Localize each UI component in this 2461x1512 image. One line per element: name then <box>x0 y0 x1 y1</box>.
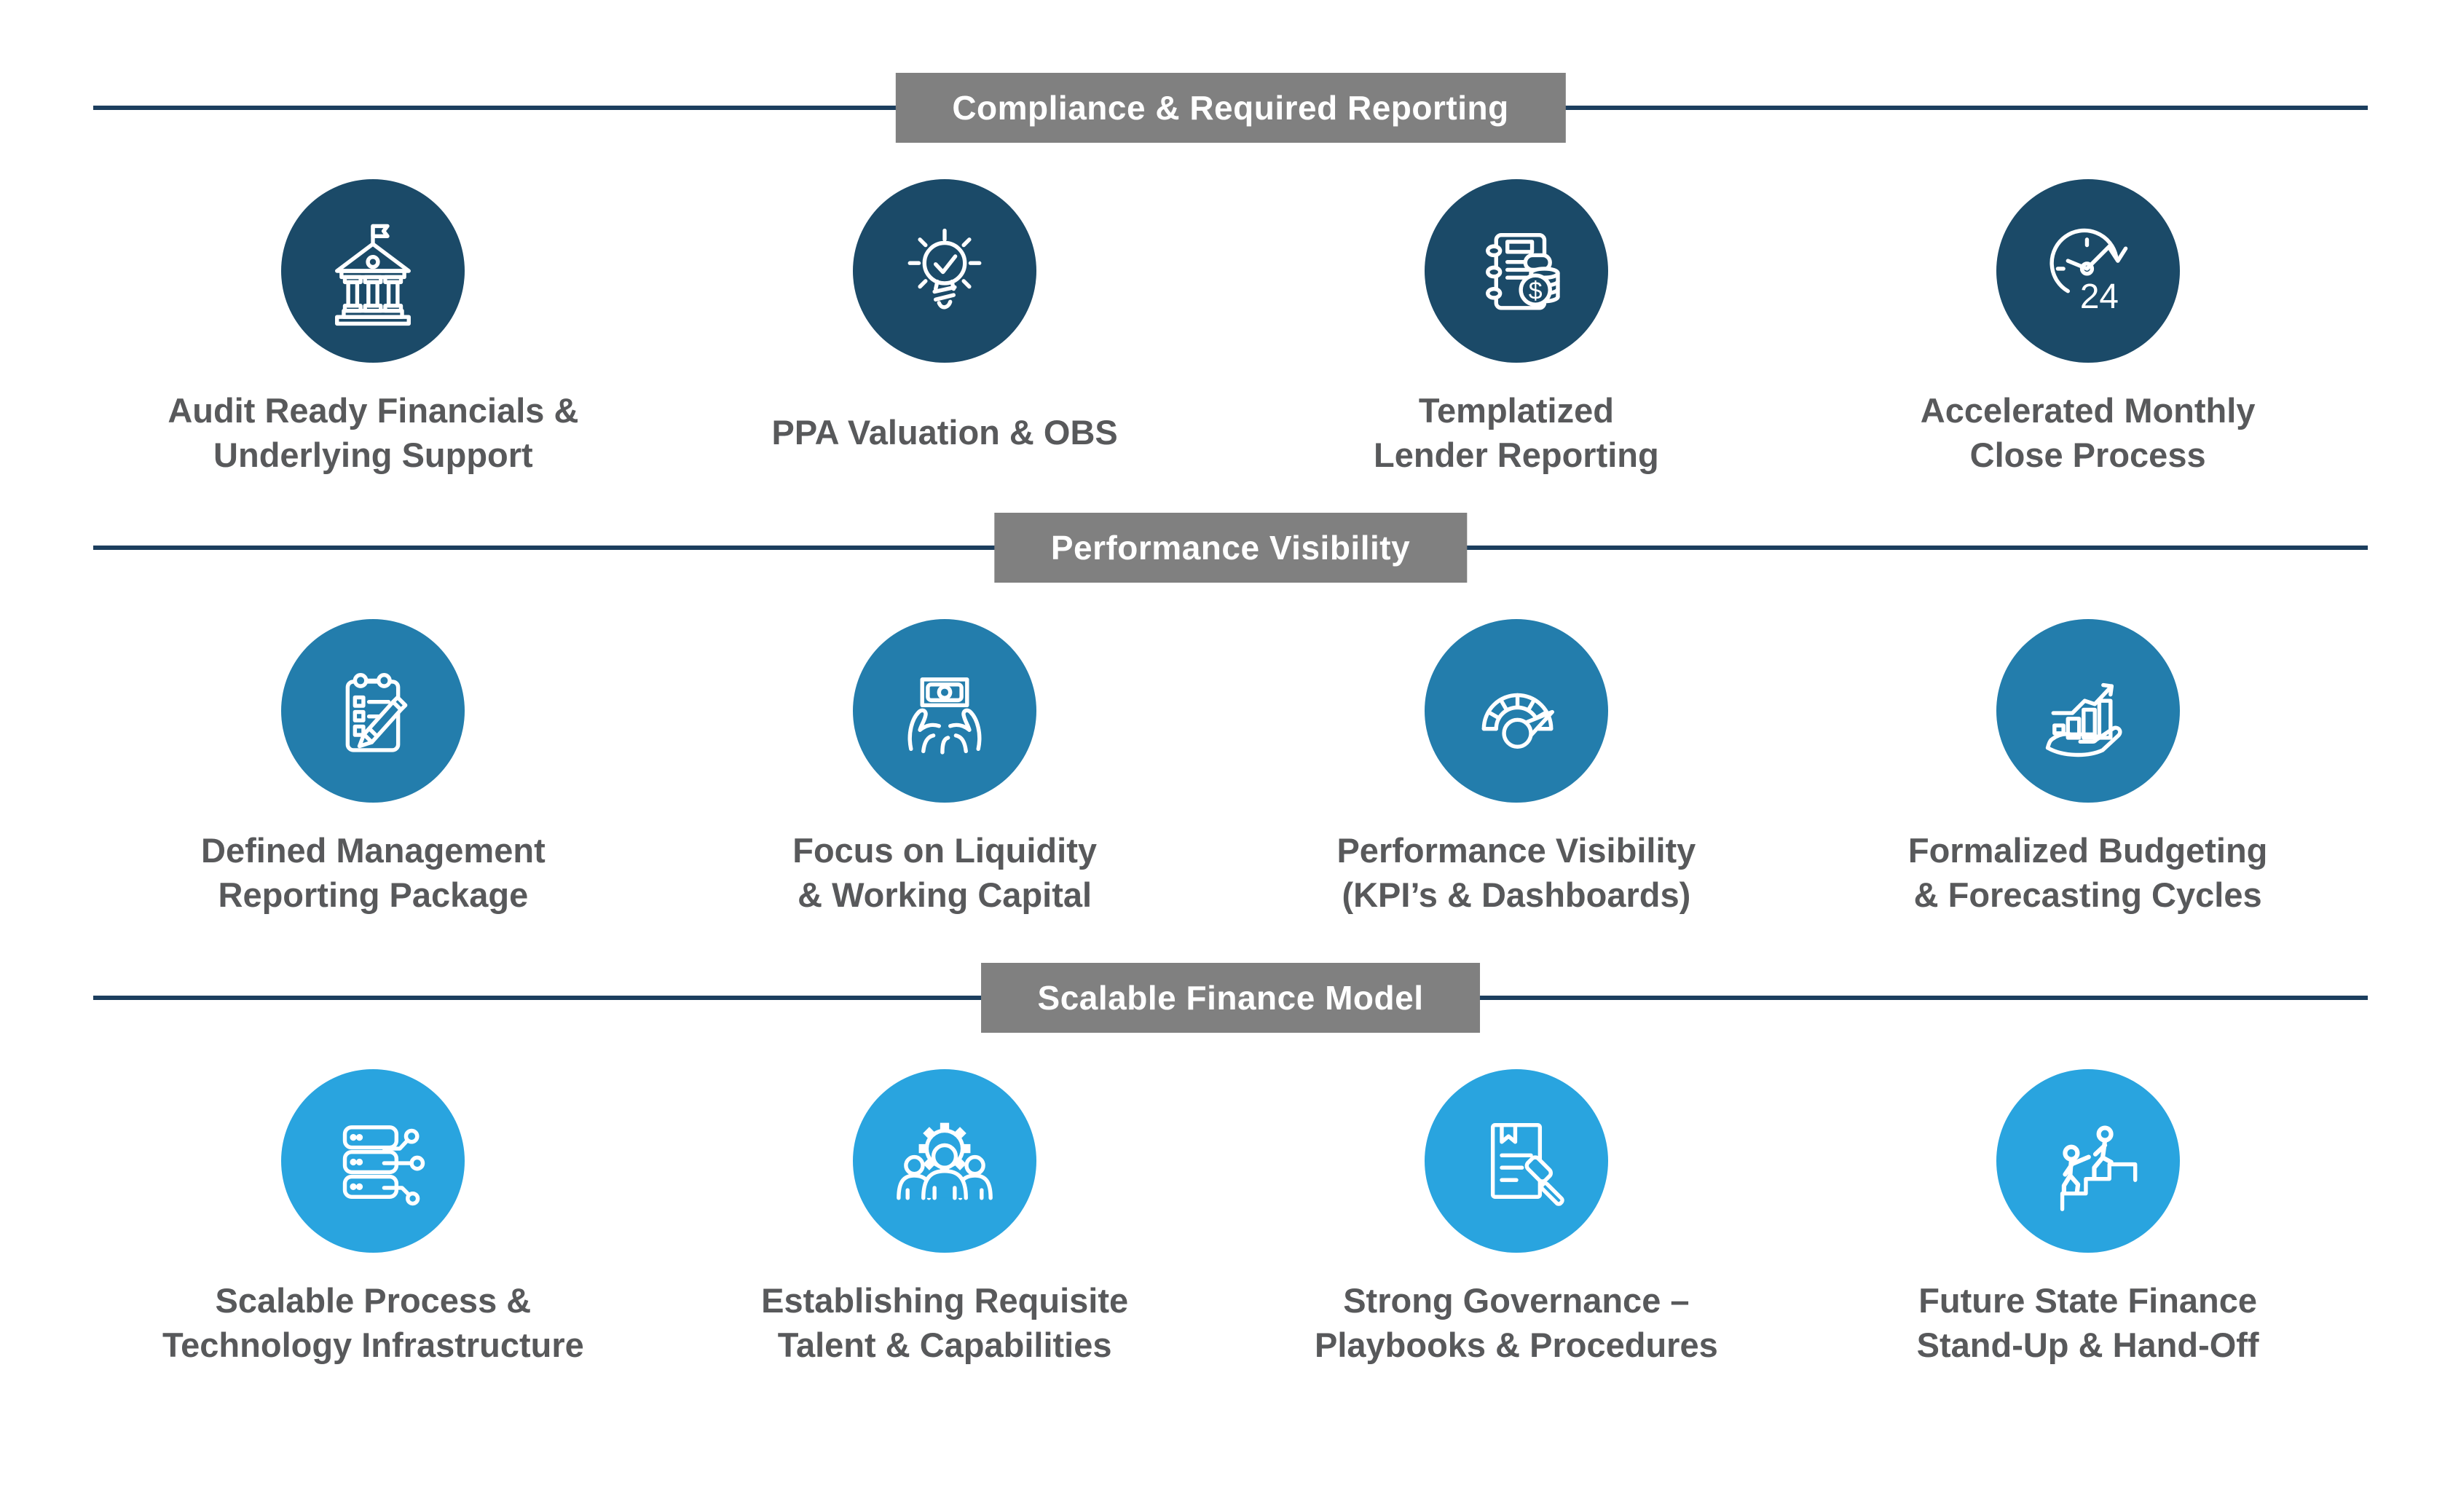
ledger-coins-icon: $ <box>1485 233 1560 310</box>
item-audit-ready: Audit Ready Financials & Underlying Supp… <box>87 179 659 481</box>
checklist-pen-icon <box>346 673 408 752</box>
item-label: Focus on Liquidity & Working Capital <box>792 830 1097 914</box>
icon-circle: 24 <box>1996 179 2180 363</box>
item-governance: Strong Governance – Playbooks & Procedur… <box>1231 1069 1803 1371</box>
lightbulb-check-icon <box>907 228 982 310</box>
section-title: Performance Visibility <box>993 513 1468 583</box>
icon-circle <box>281 1069 465 1253</box>
item-label: Accelerated Monthly Close Process <box>1920 390 2256 474</box>
section-title: Compliance & Required Reporting <box>895 73 1566 143</box>
item-management-reporting: Defined Management Reporting Package <box>87 619 659 921</box>
icons-row-scalable: Scalable Process & Technology Infrastruc… <box>0 1069 2461 1371</box>
servers-network-icon <box>343 1125 425 1206</box>
item-label: Performance Visibility (KPI’s & Dashboar… <box>1336 830 1696 914</box>
icon-circle <box>1424 1069 1608 1253</box>
governance-gavel-icon <box>1490 1123 1564 1206</box>
item-ppa-valuation: PPA Valuation & OBS <box>659 179 1231 481</box>
icon-circle <box>853 179 1037 363</box>
gauge-icon <box>1481 693 1554 749</box>
item-label: Templatized Lender Reporting <box>1374 390 1659 474</box>
item-label: Audit Ready Financials & Underlying Supp… <box>168 390 579 474</box>
icon-circle <box>1996 1069 2180 1253</box>
icon-circle: $ <box>1424 179 1608 363</box>
item-budgeting-forecasting: Formalized Budgeting & Forecasting Cycle… <box>1802 619 2374 921</box>
item-label: Establishing Requisite Talent & Capabili… <box>761 1280 1129 1364</box>
icon-circle <box>1424 619 1608 803</box>
item-standup-handoff: Future State Finance Stand-Up & Hand-Off <box>1802 1069 2374 1371</box>
icons-row-performance: Defined Management Reporting Package Foc… <box>0 619 2461 921</box>
item-lender-reporting: $ Templatized Lender Reporting <box>1231 179 1803 481</box>
dollar-glyph: $ <box>1529 277 1543 305</box>
item-label: Defined Management Reporting Package <box>201 830 546 914</box>
item-label: Scalable Process & Technology Infrastruc… <box>162 1280 584 1364</box>
icon-circle <box>853 1069 1037 1253</box>
item-talent-capabilities: Establishing Requisite Talent & Capabili… <box>659 1069 1231 1371</box>
item-monthly-close: 24 Accelerated Monthly Close Process <box>1802 179 2374 481</box>
item-label: Future State Finance Stand-Up & Hand-Off <box>1916 1280 2259 1364</box>
item-process-technology: Scalable Process & Technology Infrastruc… <box>87 1069 659 1371</box>
stairs-people-icon <box>2060 1125 2137 1211</box>
team-gear-icon <box>897 1122 993 1200</box>
money-hands-icon <box>907 677 982 755</box>
item-label: Strong Governance – Playbooks & Procedur… <box>1314 1280 1718 1364</box>
section-header-performance: Performance Visibility <box>93 513 2368 583</box>
icon-circle <box>853 619 1037 803</box>
clock-24-icon: 24 <box>2049 228 2127 316</box>
bank-icon <box>335 224 412 326</box>
icon-circle <box>281 179 465 363</box>
item-label: Formalized Budgeting & Forecasting Cycle… <box>1907 830 2268 914</box>
clock-24-glyph: 24 <box>2079 277 2118 316</box>
icon-circle <box>1996 619 2180 803</box>
item-kpi-dashboards: Performance Visibility (KPI’s & Dashboar… <box>1231 619 1803 921</box>
section-header-scalable: Scalable Finance Model <box>93 963 2368 1033</box>
item-label: PPA Valuation & OBS <box>771 413 1118 452</box>
section-header-compliance: Compliance & Required Reporting <box>93 73 2368 143</box>
icon-circle <box>281 619 465 803</box>
growth-chart-hand-icon <box>2045 682 2122 757</box>
section-title: Scalable Finance Model <box>980 963 1481 1033</box>
icons-row-compliance: Audit Ready Financials & Underlying Supp… <box>0 179 2461 481</box>
item-liquidity: Focus on Liquidity & Working Capital <box>659 619 1231 921</box>
